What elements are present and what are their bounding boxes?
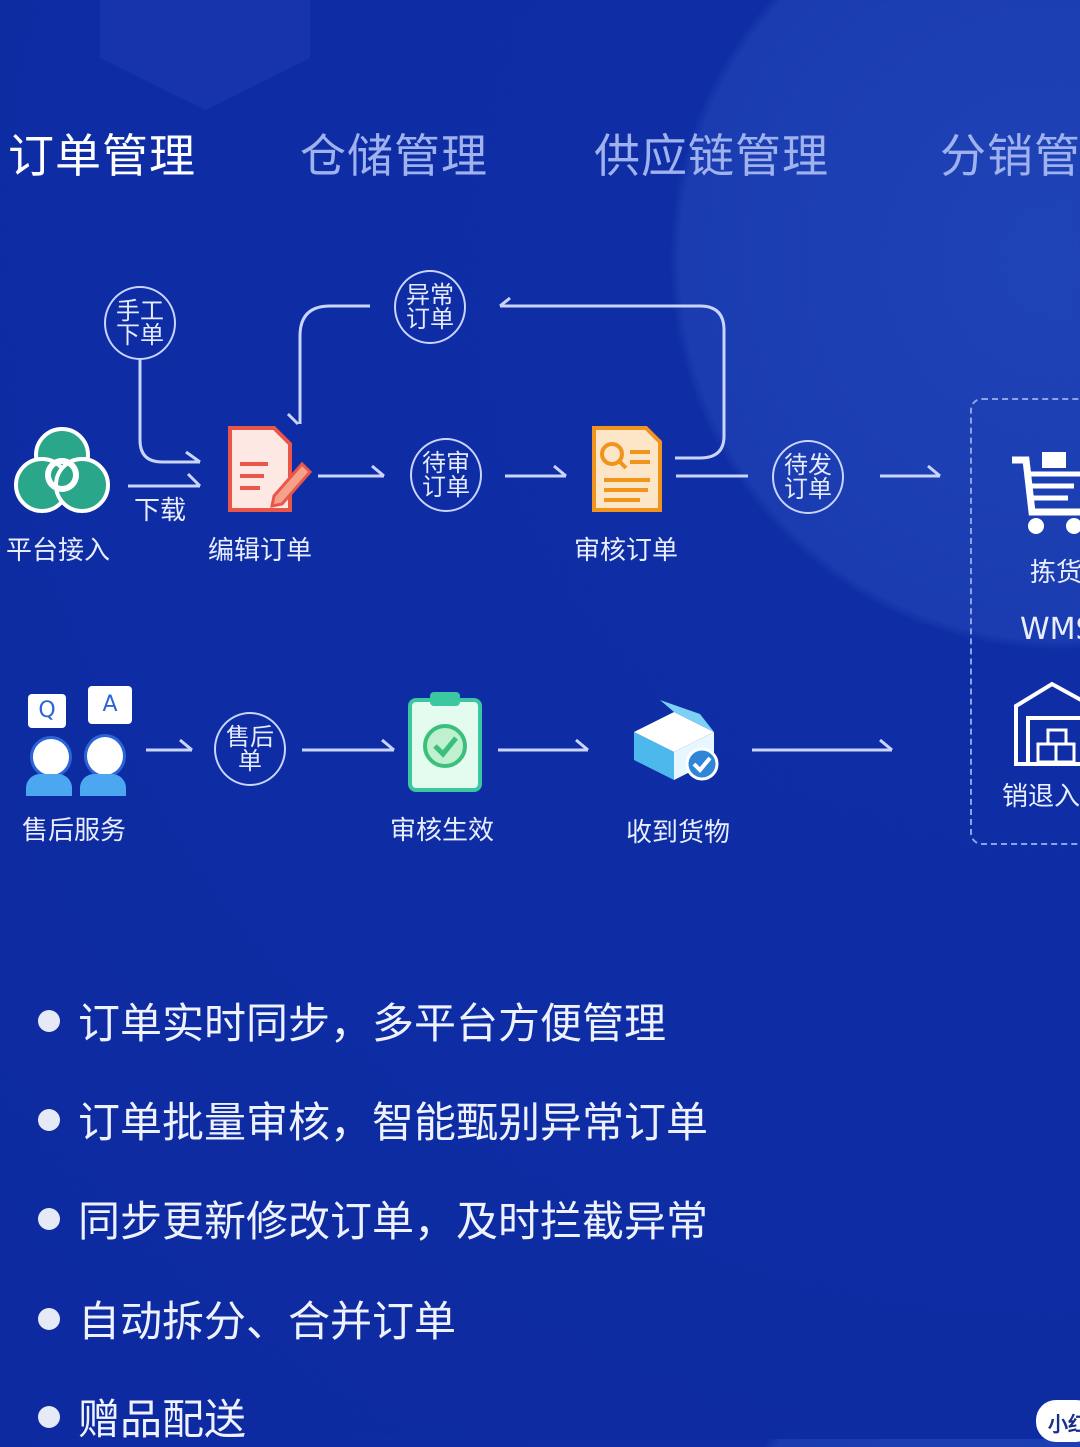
arrow-to-wms-return — [752, 738, 893, 752]
label-download: 下载 — [134, 496, 187, 526]
label-platform: 平台接入 — [6, 536, 111, 566]
review-document-icon — [592, 426, 662, 512]
label-picking: 拣货 — [1030, 558, 1080, 588]
warehouse-icon — [1014, 681, 1080, 766]
watermark-badge: 小红 — [1036, 1400, 1080, 1442]
bullet-icon — [38, 1009, 60, 1032]
arrow-abnormal-to-edit — [286, 304, 370, 426]
arrow-to-approve — [302, 738, 395, 752]
feature-item: 同步更新修改订单，及时拦截异常 — [38, 1188, 708, 1249]
node-manual-order[interactable]: 手工下单 — [104, 286, 176, 360]
label-received: 收到货物 — [626, 818, 731, 848]
feature-item: 自动拆分、合并订单 — [38, 1288, 456, 1349]
feature-item: 赠品配送 — [38, 1386, 246, 1447]
label-review-order: 审核订单 — [574, 536, 679, 566]
bullet-icon — [38, 1307, 60, 1330]
label-approve: 审核生效 — [390, 816, 495, 846]
wms-title: WMS — [1020, 612, 1080, 647]
package-received-icon — [634, 700, 719, 781]
node-pending-ship[interactable]: 待发订单 — [772, 440, 844, 514]
clipboard-check-icon — [408, 692, 482, 792]
bullet-icon — [38, 1108, 60, 1131]
tab-distribution-management[interactable]: 分销管 — [940, 129, 1080, 183]
label-edit-order: 编辑订单 — [208, 536, 313, 566]
arrow-edit-to-pending — [318, 464, 385, 478]
arrow-download — [128, 472, 202, 488]
tab-supply-chain-management[interactable]: 供应链管理 — [594, 129, 829, 183]
bullet-icon — [38, 1405, 60, 1428]
feature-item: 订单实时同步，多平台方便管理 — [38, 990, 666, 1051]
feature-item: 订单批量审核，智能甄别异常订单 — [38, 1089, 708, 1150]
arrow-to-received — [498, 738, 589, 752]
arrow-aftersales — [146, 738, 193, 752]
flow-connectors — [128, 296, 941, 752]
label-after-sales: 售后服务 — [22, 816, 127, 846]
arrow-ship-to-wms — [880, 464, 941, 478]
shopping-cart-icon — [1012, 452, 1080, 534]
platform-knot-icon — [14, 427, 110, 513]
label-return-in: 销退入 — [1002, 782, 1080, 812]
node-after-sales-order[interactable]: 售后单 — [214, 712, 286, 786]
tab-order-management[interactable]: 订单管理 — [8, 129, 196, 183]
arrow-review-to-abnormal — [499, 296, 726, 460]
wms-panel — [970, 398, 1080, 845]
node-abnormal-order[interactable]: 异常订单 — [394, 270, 466, 344]
arrow-pending-to-review — [505, 464, 567, 478]
tab-warehouse-management[interactable]: 仓储管理 — [300, 129, 488, 183]
after-sales-service-icon: Q A — [22, 686, 134, 798]
edit-document-icon — [228, 426, 313, 512]
bullet-icon — [38, 1207, 60, 1230]
node-pending-review[interactable]: 待审订单 — [410, 438, 482, 512]
arrow-manual-to-edit — [138, 360, 201, 464]
